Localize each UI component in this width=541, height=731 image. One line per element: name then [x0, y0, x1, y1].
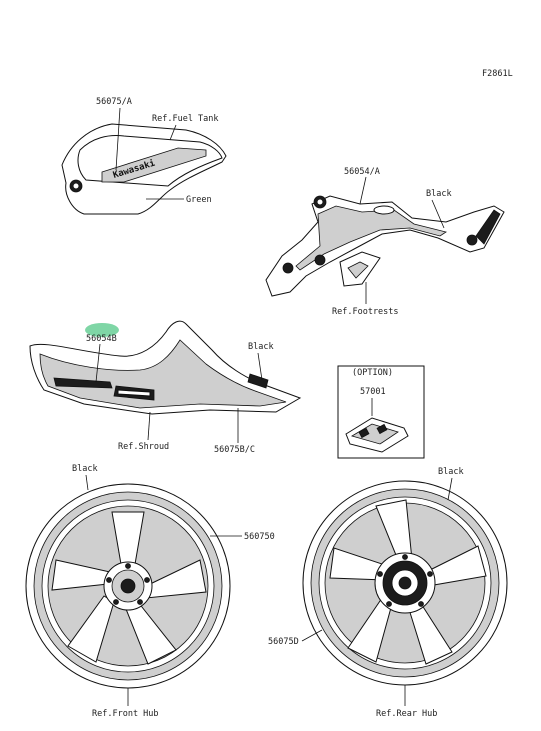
footrest-part-number: 56054/A [344, 167, 380, 177]
front-wheel-spokes [51, 511, 207, 665]
shroud-ref-label: Ref.Shroud [118, 442, 169, 452]
figure-code: F2861L [482, 69, 513, 79]
fuel-tank-color-label: Green [186, 195, 212, 205]
leader-line [169, 124, 177, 141]
leader-line [431, 199, 445, 229]
leader-line [301, 629, 323, 642]
option-part-number: 57001 [360, 387, 386, 397]
leader-line [359, 176, 367, 205]
footrest-color-label: Black [426, 189, 452, 199]
shroud-color-label: Black [248, 342, 274, 352]
footrest-bracket-part[interactable] [265, 195, 505, 297]
leader-line [85, 474, 89, 491]
highlight-marker [85, 323, 119, 337]
leader-line [447, 477, 453, 501]
footrest-ref-label: Ref.Footrests [332, 307, 399, 317]
rear-hub-ref-label: Ref.Rear Hub [376, 709, 437, 719]
leader-line [95, 343, 101, 383]
rear-wheel-color-label: Black [438, 467, 464, 477]
rear-wheel[interactable] [302, 480, 508, 686]
leader-line [115, 107, 121, 171]
front-hub-ref-label: Ref.Front Hub [92, 709, 159, 719]
rear-wheel-spokes [329, 499, 487, 665]
fuel-tank-ref-label: Ref.Fuel Tank [152, 114, 219, 124]
shroud-part[interactable] [29, 320, 302, 415]
front-wheel-color-label: Black [72, 464, 98, 474]
shroud-highlighted-part-number: 56054B [86, 334, 117, 344]
shroud-decal-part-number: 56075B/C [214, 445, 255, 455]
leader-line [257, 352, 263, 381]
front-wheel[interactable] [25, 483, 231, 689]
fuel-tank-cover-part[interactable]: Kawasaki [61, 123, 227, 215]
leader-line [147, 411, 151, 441]
fuel-tank-part-number: 56075/A [96, 97, 132, 107]
rear-wheel-part-number: 56075D [268, 637, 299, 647]
option-tool-part[interactable] [345, 417, 409, 453]
front-wheel-part-number: 560750 [244, 532, 275, 542]
option-title: (OPTION) [352, 368, 393, 378]
option-box: (OPTION) 57001 [337, 365, 425, 459]
